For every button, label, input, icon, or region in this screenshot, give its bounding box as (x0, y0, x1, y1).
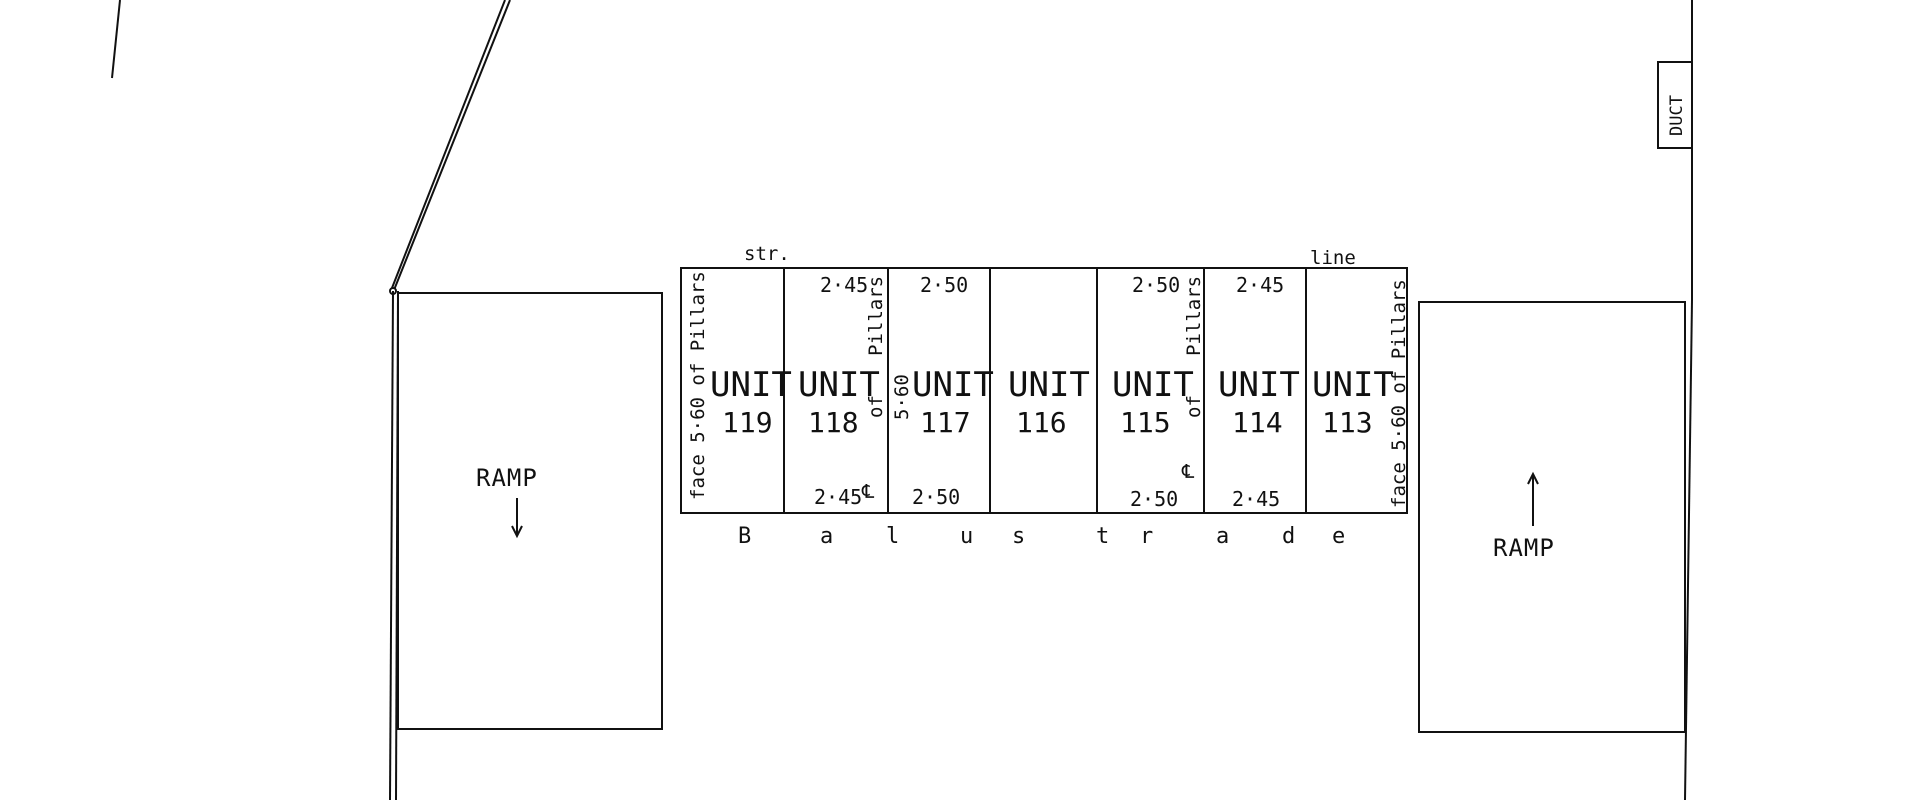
unit-114-bottom-dim: 2·45 (1232, 487, 1280, 511)
arrow-down-icon (511, 498, 523, 539)
of-label-118: of (865, 395, 887, 418)
balustrade-letter: a (1216, 524, 1229, 549)
ramp-left-label: RAMP (476, 464, 538, 492)
balustrade-letter: t (1096, 524, 1109, 549)
unit-113-number: 113 (1322, 406, 1373, 439)
units-outline (680, 267, 1408, 514)
balustrade-letter: B (738, 524, 751, 549)
unit-115-word: UNIT (1112, 365, 1194, 405)
centreline-symbol-left: ℄ (861, 481, 875, 503)
balustrade-letter: u (960, 524, 973, 549)
unit-114-word: UNIT (1218, 365, 1300, 405)
ramp-left-box (397, 292, 663, 730)
balustrade-letter: r (1140, 524, 1153, 549)
unit-114: 2·45 UNIT 114 2·45 (1218, 273, 1300, 511)
unit-117-number: 117 (920, 406, 971, 439)
unit-113-word: UNIT (1312, 365, 1394, 405)
unit-119-number: 119 (722, 406, 773, 439)
face-of-pillars-right: face 5·60 of Pillars (1388, 279, 1410, 508)
unit-118-number: 118 (808, 406, 859, 439)
ramp-right-label: RAMP (1493, 534, 1555, 562)
left-wall-outer (389, 290, 394, 800)
unit-117: 2·50 UNIT 117 2·50 (912, 273, 994, 509)
duct-label: DUCT (1667, 95, 1687, 136)
unit-116: UNIT 116 (1008, 365, 1090, 439)
right-boundary-lower (1684, 299, 1693, 800)
arrow-up-icon (1527, 471, 1539, 526)
unit-119-word: UNIT (710, 365, 792, 405)
balustrade-letter: e (1332, 524, 1345, 549)
unit-117-word: UNIT (912, 365, 994, 405)
balustrade-letter: a (820, 524, 833, 549)
unit-115-number: 115 (1120, 406, 1171, 439)
balustrade-letter: l (886, 524, 899, 549)
pillars-label-118: Pillars (865, 276, 887, 356)
balustrade-letter: s (1012, 524, 1025, 549)
centreline-symbol-right: ℄ (1181, 461, 1195, 483)
unit-115-bottom-dim: 2·50 (1130, 487, 1178, 511)
unit-114-number: 114 (1232, 406, 1283, 439)
of-label-115: of (1183, 395, 1205, 418)
unit-116-word: UNIT (1008, 365, 1090, 405)
unit-119: UNIT 119 (710, 365, 792, 439)
pillars-label-115: Pillars (1183, 276, 1205, 356)
unit-118-word: UNIT (798, 365, 880, 405)
unit-118-bottom-dim: 2·45 (814, 485, 862, 509)
site-lines (111, 0, 1693, 800)
balustrade-letter: d (1282, 524, 1295, 549)
face-of-pillars-left: face 5·60 of Pillars (687, 271, 709, 500)
diagonal-line-outer (393, 0, 511, 291)
unit-117-bottom-dim: 2·50 (912, 485, 960, 509)
dim-5-60-117: 5·60 (891, 374, 913, 420)
str-label: str. (744, 243, 790, 265)
units-block (680, 267, 1408, 514)
duct-box (1657, 61, 1693, 149)
unit-116-number: 116 (1016, 406, 1067, 439)
unit-115: 2·50 UNIT 115 2·50 (1112, 273, 1194, 511)
unit-118-top-dim: 2·45 (820, 273, 868, 297)
balustrade-label: B a l u s t r a d e (738, 524, 1345, 549)
unit-113: UNIT 113 (1312, 365, 1394, 439)
unit-117-top-dim: 2·50 (920, 273, 968, 297)
unit-115-top-dim: 2·50 (1132, 273, 1180, 297)
diagonal-line-inner (391, 0, 506, 289)
ramp-right-box (1418, 301, 1686, 733)
unit-118: 2·45 UNIT 118 2·45 (798, 273, 880, 509)
unit-114-top-dim: 2·45 (1236, 273, 1284, 297)
line-label: line (1310, 247, 1356, 269)
boundary-line-top-left (111, 0, 121, 79)
